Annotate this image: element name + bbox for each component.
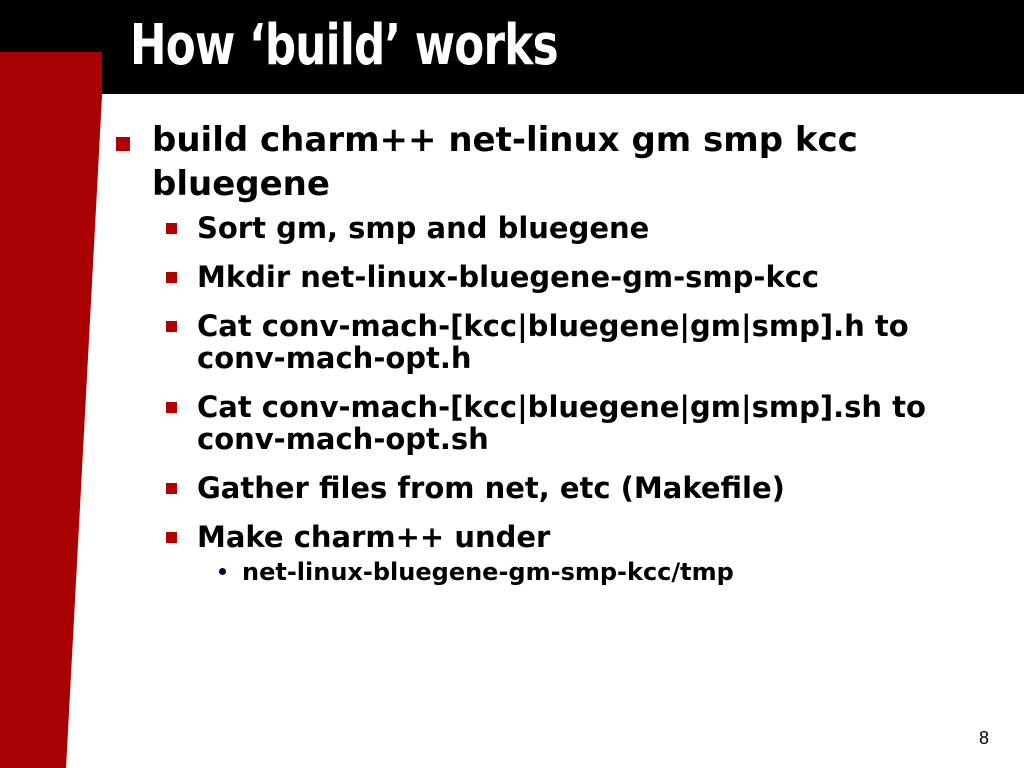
sub-bullet-item: Gather files from net, etc (Makefile) <box>164 472 997 504</box>
page-number: 8 <box>978 728 989 748</box>
sub-sub-bullet-item: net-linux-bluegene-gm-smp-kcc/tmp <box>214 558 997 586</box>
square-bullet-icon <box>164 521 197 553</box>
square-bullet-icon <box>112 118 152 162</box>
sub-bullet-text: Gather files from net, etc (Makefile) <box>197 471 785 505</box>
bullet-text: build charm++ net-linux gm smp kcc blueg… <box>152 120 858 204</box>
square-bullet-icon <box>164 261 197 293</box>
bullet-item: build charm++ net-linux gm smp kcc blueg… <box>112 118 997 206</box>
sub-bullet-item: Cat conv-mach-[kcc|bluegene|gm|smp].h to… <box>164 310 997 374</box>
sub-bullet-item: Make charm++ under <box>164 521 997 553</box>
sub-bullet-list: Sort gm, smp and bluegene Mkdir net-linu… <box>164 212 997 586</box>
sub-sub-bullet-text: net-linux-bluegene-gm-smp-kcc/tmp <box>242 558 734 586</box>
sub-bullet-item: Cat conv-mach-[kcc|bluegene|gm|smp].sh t… <box>164 391 997 455</box>
sub-bullet-item: Sort gm, smp and bluegene <box>164 212 997 244</box>
slide-title: How ‘build’ works <box>130 13 559 78</box>
slide-body: build charm++ net-linux gm smp kcc blueg… <box>112 118 997 586</box>
sub-bullet-text: Cat conv-mach-[kcc|bluegene|gm|smp].sh t… <box>197 390 926 456</box>
sub-bullet-text: Make charm++ under <box>197 520 551 554</box>
sub-bullet-text: Cat conv-mach-[kcc|bluegene|gm|smp].h to… <box>197 309 909 375</box>
sub-bullet-text: Mkdir net-linux-bluegene-gm-smp-kcc <box>197 260 820 294</box>
square-bullet-icon <box>164 472 197 504</box>
square-bullet-icon <box>164 391 197 423</box>
round-bullet-icon <box>214 558 242 586</box>
sub-bullet-item: Mkdir net-linux-bluegene-gm-smp-kcc <box>164 261 997 293</box>
title-bar <box>0 0 1024 94</box>
sub-bullet-text: Sort gm, smp and bluegene <box>197 211 650 245</box>
square-bullet-icon <box>164 212 197 244</box>
square-bullet-icon <box>164 310 197 342</box>
